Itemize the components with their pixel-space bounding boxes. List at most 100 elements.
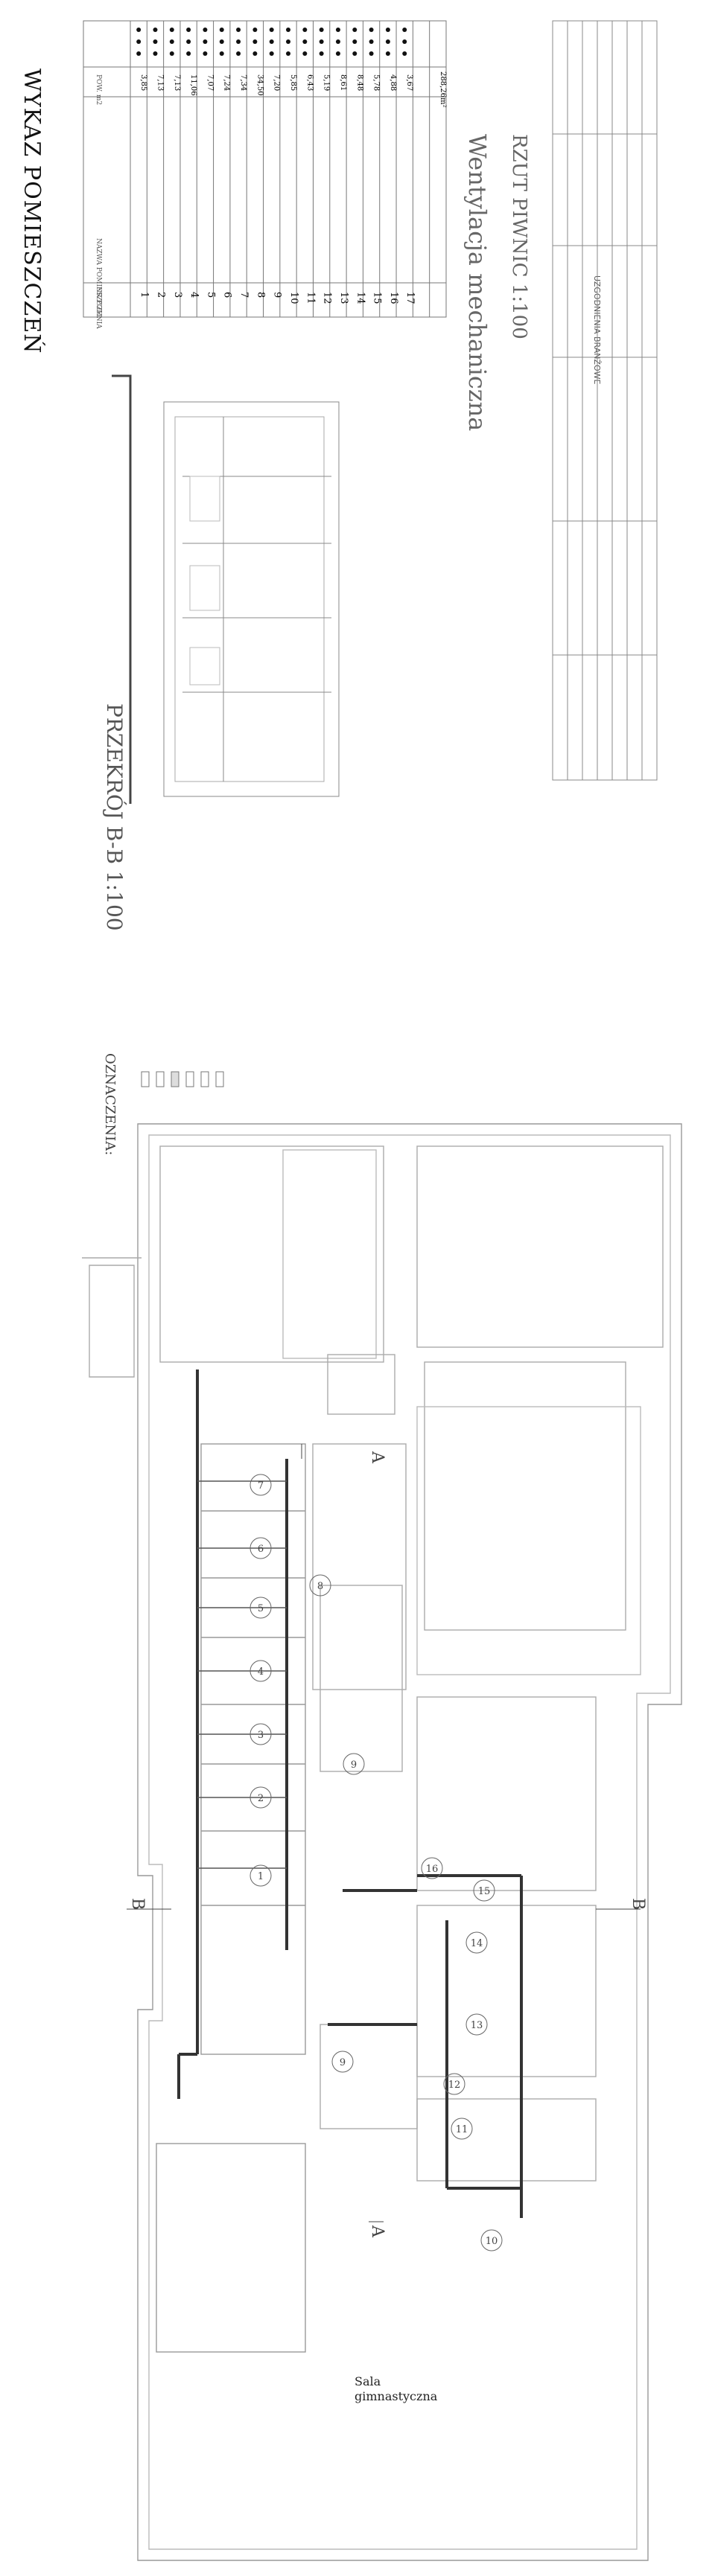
room-table-dot — [153, 39, 158, 44]
room-number: 9 — [351, 1760, 357, 1771]
duct-branches — [197, 1480, 287, 1869]
room-table-dot — [136, 51, 142, 56]
room-table-dot — [302, 28, 308, 32]
room-number: 15 — [478, 1886, 491, 1897]
marker-a-top: A — [368, 1451, 387, 1464]
room-table-dot — [153, 51, 158, 56]
room-table-nr: 3 — [172, 292, 183, 298]
marker-b-right: B — [629, 1898, 647, 1910]
room-number: 8 — [317, 1581, 323, 1592]
room-table-dot — [335, 28, 340, 32]
room-table-nr: 10 — [288, 292, 299, 304]
room-table-nr: 11 — [305, 292, 316, 304]
room-table-nr: 13 — [338, 292, 349, 304]
legend — [141, 1071, 224, 1087]
room-table-area: 11,06 — [189, 74, 197, 96]
room-table-dot — [402, 39, 407, 44]
room-table-dot — [286, 51, 290, 56]
room-number-circle — [465, 1931, 488, 1954]
room-table-dot — [302, 39, 308, 44]
room-table-col-header: POW. m2 — [95, 74, 102, 105]
room-table-nr: 16 — [388, 292, 399, 304]
room-table-dot — [369, 28, 374, 32]
room-table-dot — [369, 51, 374, 56]
room-number: 5 — [258, 1603, 264, 1614]
room-table-dot — [335, 39, 340, 44]
room-table-area: 3,85 — [139, 74, 147, 91]
room-table-dot — [269, 39, 274, 44]
room-table-nr: 5 — [205, 292, 216, 298]
gym-label: Sala — [355, 2374, 381, 2388]
room-table-dot — [286, 28, 290, 32]
marker-a-bottom: A — [368, 2225, 387, 2238]
room-table-area: 5,19 — [322, 74, 331, 91]
room-table-dot — [203, 28, 208, 32]
room-table-dot — [302, 51, 308, 56]
room-table-dot — [286, 39, 290, 44]
room-table-dot — [169, 51, 174, 56]
section-markers — [127, 1444, 641, 2222]
room-table-dot — [319, 51, 324, 56]
room-number-circle — [343, 1753, 365, 1775]
room-table — [83, 20, 447, 318]
room-table-total: 288,26m² — [439, 71, 447, 107]
room-number-circle — [331, 2051, 354, 2073]
room-number: 7 — [258, 1480, 264, 1492]
room-table-area: 3,67 — [405, 74, 413, 91]
room-table-dot — [369, 39, 374, 44]
room-number-circle — [421, 1857, 443, 1879]
building-outline — [82, 1123, 682, 2561]
room-table-dot — [319, 39, 324, 44]
room-table-dot — [319, 28, 324, 32]
room-table-area: 7,24 — [223, 74, 231, 91]
room-table-dot — [352, 51, 358, 56]
room-table-dot — [203, 51, 208, 56]
room-number: 10 — [486, 2236, 498, 2247]
room-table-area: 6,43 — [305, 74, 314, 91]
room-table-nr: 1 — [139, 292, 150, 298]
room-number-circle — [250, 1786, 272, 1809]
room-table-dot — [153, 28, 158, 32]
room-table-nr: 2 — [155, 292, 166, 298]
room-table-dot — [252, 51, 258, 56]
room-table-dot — [236, 39, 241, 44]
room-table-area: 7,34 — [239, 74, 247, 91]
room-table-dot — [186, 51, 191, 56]
room-table-dot — [252, 39, 258, 44]
room-table-dot — [236, 28, 241, 32]
room-table-area: 7,13 — [156, 74, 164, 91]
room-table-dot — [385, 28, 390, 32]
room-table-dot — [385, 51, 390, 56]
room-table-dot — [186, 28, 191, 32]
room-table-nr: 15 — [372, 292, 383, 304]
room-number-circle — [250, 1537, 272, 1559]
room-table-nr: 14 — [355, 292, 366, 304]
room-table-nr: 7 — [238, 292, 250, 298]
room-number: 3 — [258, 1730, 264, 1741]
room-number: 12 — [448, 2080, 461, 2091]
room-number-circle — [451, 2118, 473, 2140]
room-number-circle — [443, 2073, 465, 2095]
room-table-nr: 4 — [188, 292, 200, 298]
room-number: 1 — [258, 1871, 264, 1882]
room-number: 13 — [471, 2020, 483, 2031]
room-table-dot — [402, 28, 407, 32]
room-table-area: 8,48 — [355, 74, 363, 91]
room-table-dot — [219, 39, 224, 44]
room-table-dot — [269, 28, 274, 32]
room-table-dot — [352, 28, 358, 32]
room-number-circle — [250, 1474, 272, 1496]
room-table-dot — [335, 51, 340, 56]
room-number-circle — [480, 2229, 503, 2251]
ductwork — [177, 1370, 523, 2218]
room-table-dot — [236, 51, 241, 56]
room-number-circle — [250, 1660, 272, 1682]
room-table-area: 5,78 — [372, 74, 381, 91]
room-number: 2 — [258, 1793, 264, 1804]
room-number-circle — [309, 1574, 331, 1597]
room-table-dot — [169, 28, 174, 32]
room-table-dot — [186, 39, 191, 44]
room-table-dot — [269, 51, 274, 56]
